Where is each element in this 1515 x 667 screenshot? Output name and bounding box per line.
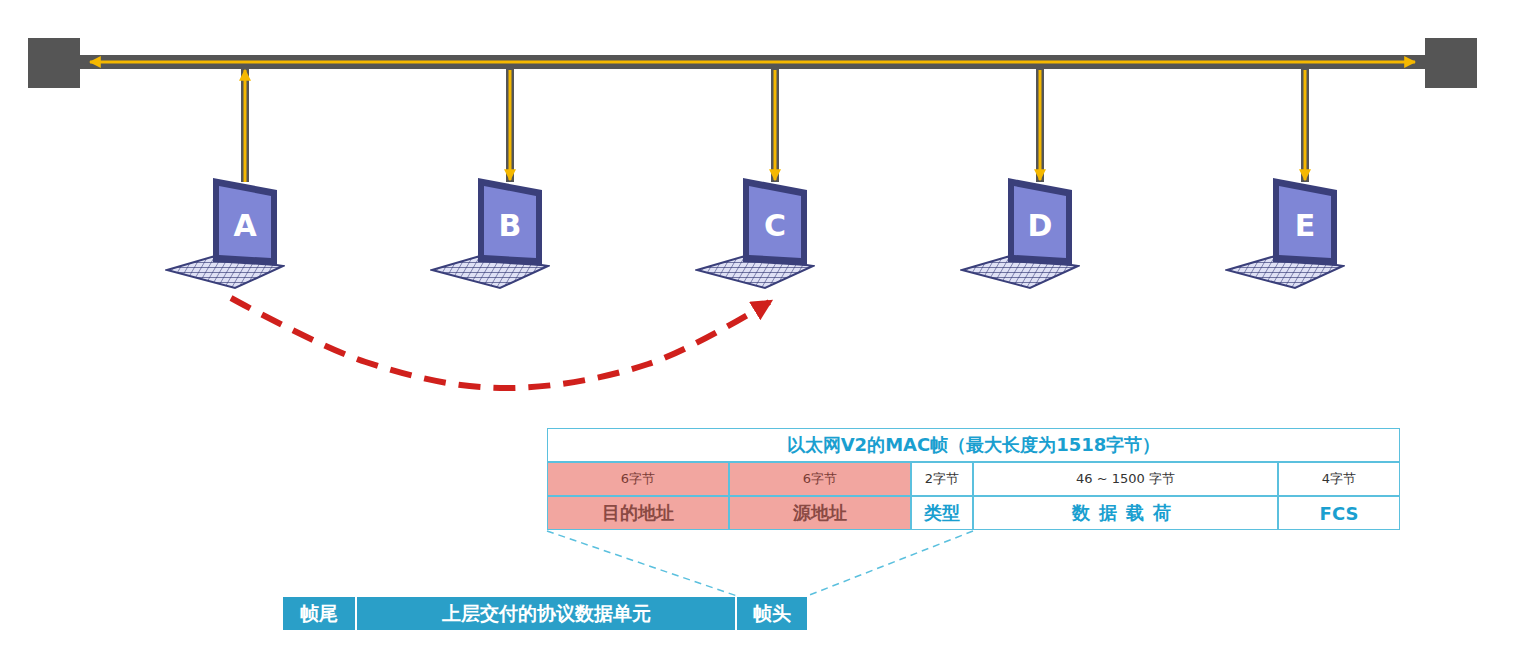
laptop-screen (749, 186, 801, 258)
edge-layer (231, 298, 769, 388)
laptop-icon (165, 172, 285, 290)
field-name-cell: 类型 (911, 496, 973, 530)
laptop-screen (484, 186, 536, 258)
frame-segment: 上层交付的协议数据单元 (357, 597, 737, 630)
laptop-screen-frame (478, 178, 542, 266)
terminator (1425, 38, 1477, 88)
bus-cable (80, 55, 1425, 69)
host-letter: A (233, 211, 256, 241)
laptop-icon (960, 172, 1080, 290)
field-size-cell: 46 ~ 1500 字节 (973, 462, 1278, 496)
frame-segment: 帧头 (737, 597, 807, 630)
laptop-host: D (960, 172, 1080, 290)
signal-arrow (774, 70, 777, 180)
frame-segment: 帧尾 (283, 597, 357, 630)
laptop-screen (1014, 186, 1066, 258)
field-name: FCS (1320, 503, 1359, 524)
laptop-icon (695, 172, 815, 290)
field-size-cell: 6字节 (729, 462, 911, 496)
drop-cables (241, 68, 1309, 182)
leader-line (547, 531, 737, 596)
host-letter: B (499, 211, 522, 241)
host-letter: D (1028, 211, 1053, 241)
laptop-screen (219, 186, 271, 258)
laptop-screen-frame (1273, 178, 1337, 266)
laptop-screen (1279, 186, 1331, 258)
drop-cable (1301, 68, 1309, 182)
drop-cable (241, 68, 249, 182)
field-name-cell: FCS (1278, 496, 1400, 530)
field-name-cell: 源地址 (729, 496, 911, 530)
drop-cable (506, 68, 514, 182)
field-size-cell: 2字节 (911, 462, 973, 496)
dashed-arrow (231, 298, 769, 388)
signal-arrow (1039, 70, 1042, 180)
drop-cable (771, 68, 779, 182)
field-name: 目的地址 (602, 501, 674, 525)
field-size-cell: 6字节 (547, 462, 729, 496)
signal-arrow (244, 70, 247, 182)
leader-line (807, 531, 973, 596)
host-letter: C (764, 211, 786, 241)
drop-cable (1036, 68, 1044, 182)
laptop-icon (430, 172, 550, 290)
field-name-cell: 数据载荷 (973, 496, 1278, 530)
field-size: 6字节 (621, 470, 655, 488)
laptop-icon (1225, 172, 1345, 290)
field-name: 类型 (924, 501, 960, 525)
host-letter: E (1295, 211, 1316, 241)
field-size: 6字节 (803, 470, 837, 488)
laptop-screen-frame (1008, 178, 1072, 266)
terminator (28, 38, 80, 88)
laptop-host: C (695, 172, 815, 290)
field-name: 数据载荷 (1072, 501, 1180, 525)
laptop-screen-frame (213, 178, 277, 266)
field-size: 46 ~ 1500 字节 (1076, 470, 1175, 488)
field-name-cell: 目的地址 (547, 496, 729, 530)
field-size: 4字节 (1322, 470, 1356, 488)
segment-label: 上层交付的协议数据单元 (442, 601, 651, 627)
laptop-host: B (430, 172, 550, 290)
laptop-host: E (1225, 172, 1345, 290)
table-title-cell: 以太网V2的MAC帧（最大长度为1518字节） (547, 428, 1400, 462)
field-size-cell: 4字节 (1278, 462, 1400, 496)
segment-label: 帧头 (753, 601, 791, 627)
signal-arrow (1304, 70, 1307, 180)
signal-arrow (509, 70, 512, 180)
laptop-host: A (165, 172, 285, 290)
field-size: 2字节 (925, 470, 959, 488)
table-title: 以太网V2的MAC帧（最大长度为1518字节） (787, 433, 1161, 457)
laptop-screen-frame (743, 178, 807, 266)
segment-label: 帧尾 (300, 601, 338, 627)
field-name: 源地址 (793, 501, 847, 525)
signal-arrow (90, 61, 1415, 64)
